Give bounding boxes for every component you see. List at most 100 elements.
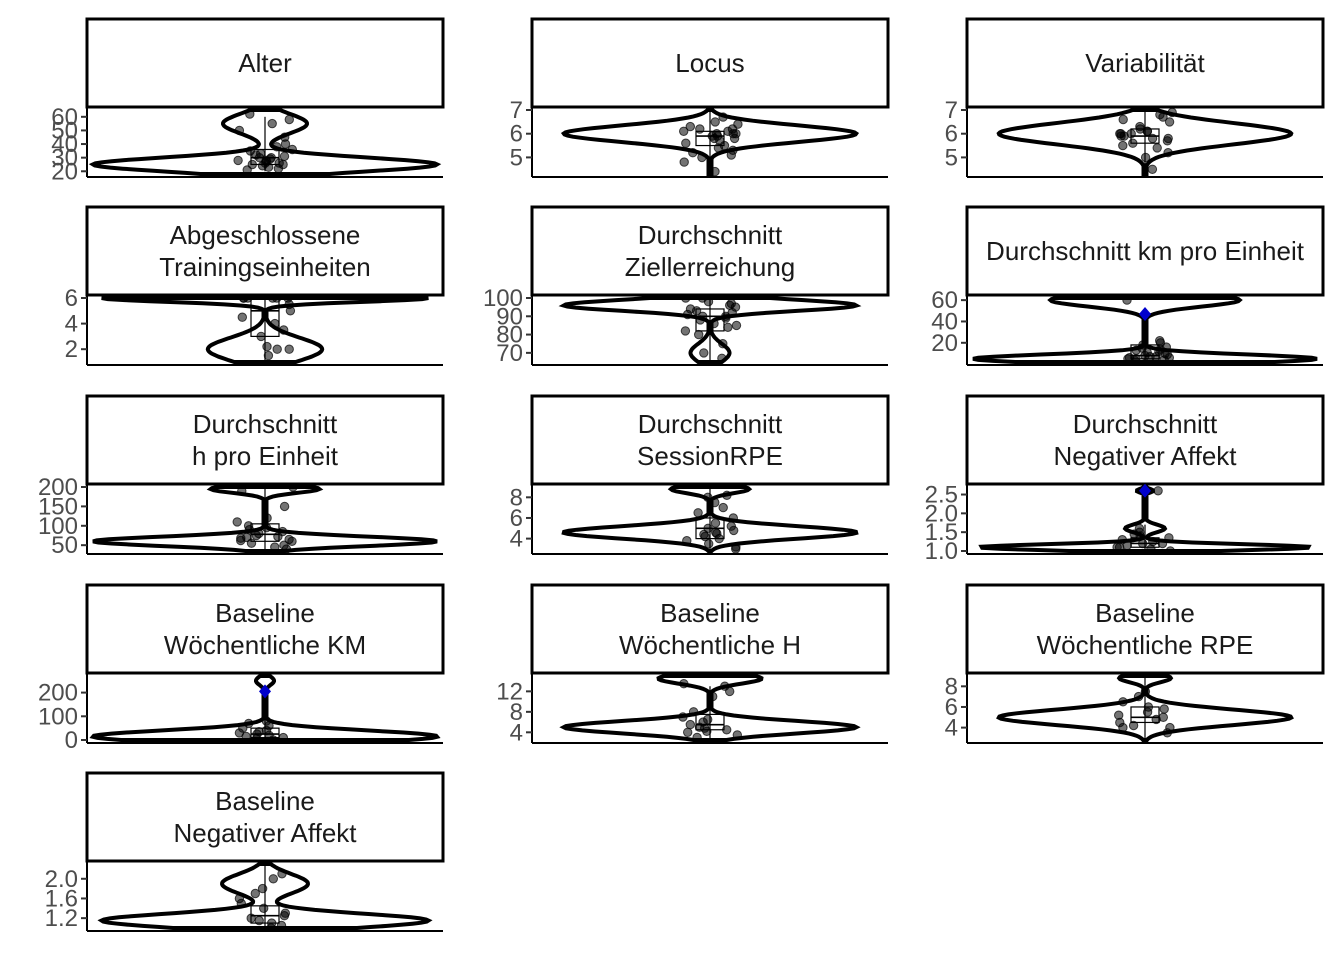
- data-point: [268, 874, 278, 884]
- data-point: [1165, 722, 1175, 733]
- data-point: [695, 124, 705, 134]
- data-point: [1167, 107, 1177, 118]
- y-tick-label: 1.6: [45, 885, 78, 912]
- data-point: [1147, 133, 1158, 144]
- strip-box: [85, 17, 445, 109]
- strip-label: SessionRPE: [637, 441, 783, 471]
- box: [695, 130, 725, 147]
- data-point: [284, 114, 294, 125]
- data-point: [726, 521, 736, 531]
- data-point: [246, 913, 256, 923]
- data-point: [263, 350, 274, 361]
- data-point: [245, 109, 255, 119]
- data-point: [710, 117, 720, 127]
- data-point: [710, 497, 720, 508]
- strip-label: Durchschnitt: [638, 409, 783, 439]
- data-point: [261, 523, 272, 533]
- y-tick-label: 1.5: [925, 519, 958, 546]
- data-point: [1115, 129, 1125, 139]
- y-tick-label: 6: [65, 285, 78, 312]
- y-tick-label: 90: [496, 303, 523, 330]
- data-point: [245, 146, 256, 156]
- strip-box: [530, 583, 890, 675]
- data-point: [726, 298, 736, 309]
- y-tick-label: 60: [51, 104, 78, 131]
- y-tick-label: 6: [510, 505, 523, 532]
- y-tick-label: 8: [510, 699, 523, 726]
- violin-outline: [558, 296, 862, 364]
- data-point: [678, 712, 688, 722]
- strip-label: Locus: [675, 48, 744, 78]
- data-point: [718, 112, 728, 122]
- data-point: [256, 331, 266, 342]
- data-point: [272, 142, 282, 152]
- data-point: [692, 732, 702, 743]
- y-tick-label: 2: [65, 336, 78, 363]
- data-point: [704, 539, 714, 549]
- y-tick-label: 40: [931, 308, 958, 335]
- data-point: [237, 486, 247, 496]
- data-point: [1135, 121, 1145, 132]
- data-point: [1164, 533, 1174, 543]
- data-point: [288, 484, 298, 492]
- y-tick-label: 50: [51, 117, 78, 144]
- mean-marker: [1139, 307, 1151, 321]
- data-point: [284, 344, 294, 354]
- data-point: [733, 119, 743, 129]
- strip-label: Durchschnitt: [638, 220, 783, 250]
- y-tick-label: 4: [945, 715, 958, 742]
- data-point: [233, 155, 243, 166]
- strip-label: Durchschnitt: [193, 409, 338, 439]
- strip-label: h pro Einheit: [192, 441, 339, 471]
- data-point: [703, 492, 713, 502]
- data-point: [679, 157, 689, 167]
- data-point: [723, 322, 733, 332]
- y-tick-label: 7: [945, 97, 958, 124]
- strip-box: [85, 205, 445, 297]
- data-point: [681, 295, 691, 303]
- strip-box: [530, 205, 890, 297]
- data-point: [697, 152, 707, 163]
- data-point: [279, 540, 289, 550]
- strip-label: Wöchentliche KM: [164, 630, 366, 660]
- data-point: [1147, 164, 1158, 175]
- strip-box: [530, 17, 890, 109]
- strip-box: [85, 771, 445, 863]
- y-tick-label: 4: [510, 526, 523, 553]
- y-tick-label: 4: [510, 719, 523, 746]
- data-point: [685, 719, 695, 730]
- y-tick-label: 6: [510, 121, 523, 148]
- data-point: [261, 716, 272, 726]
- y-tick-label: 12: [496, 678, 523, 705]
- data-point: [693, 508, 703, 518]
- y-tick-label: 4: [65, 311, 78, 338]
- data-point: [728, 145, 738, 156]
- data-point: [239, 295, 249, 303]
- y-tick-label: 5: [945, 144, 958, 171]
- data-point: [728, 513, 738, 523]
- data-point: [1153, 486, 1163, 496]
- data-point: [710, 518, 721, 528]
- data-point: [257, 883, 268, 894]
- y-tick-label: 200: [38, 680, 78, 707]
- data-point: [699, 348, 709, 358]
- data-point: [270, 318, 280, 329]
- strip-label: Baseline: [660, 598, 760, 628]
- y-tick-label: 8: [510, 484, 523, 511]
- strip-label: Abgeschlossene: [170, 220, 361, 250]
- y-tick-label: 20: [931, 330, 958, 357]
- data-point: [681, 138, 691, 148]
- data-point: [277, 869, 287, 879]
- strip-label: Alter: [238, 48, 292, 78]
- data-point: [1165, 546, 1175, 554]
- y-tick-label: 5: [510, 144, 523, 171]
- data-point: [272, 295, 282, 303]
- data-point: [279, 501, 290, 512]
- data-point: [254, 915, 264, 926]
- data-point: [242, 532, 252, 543]
